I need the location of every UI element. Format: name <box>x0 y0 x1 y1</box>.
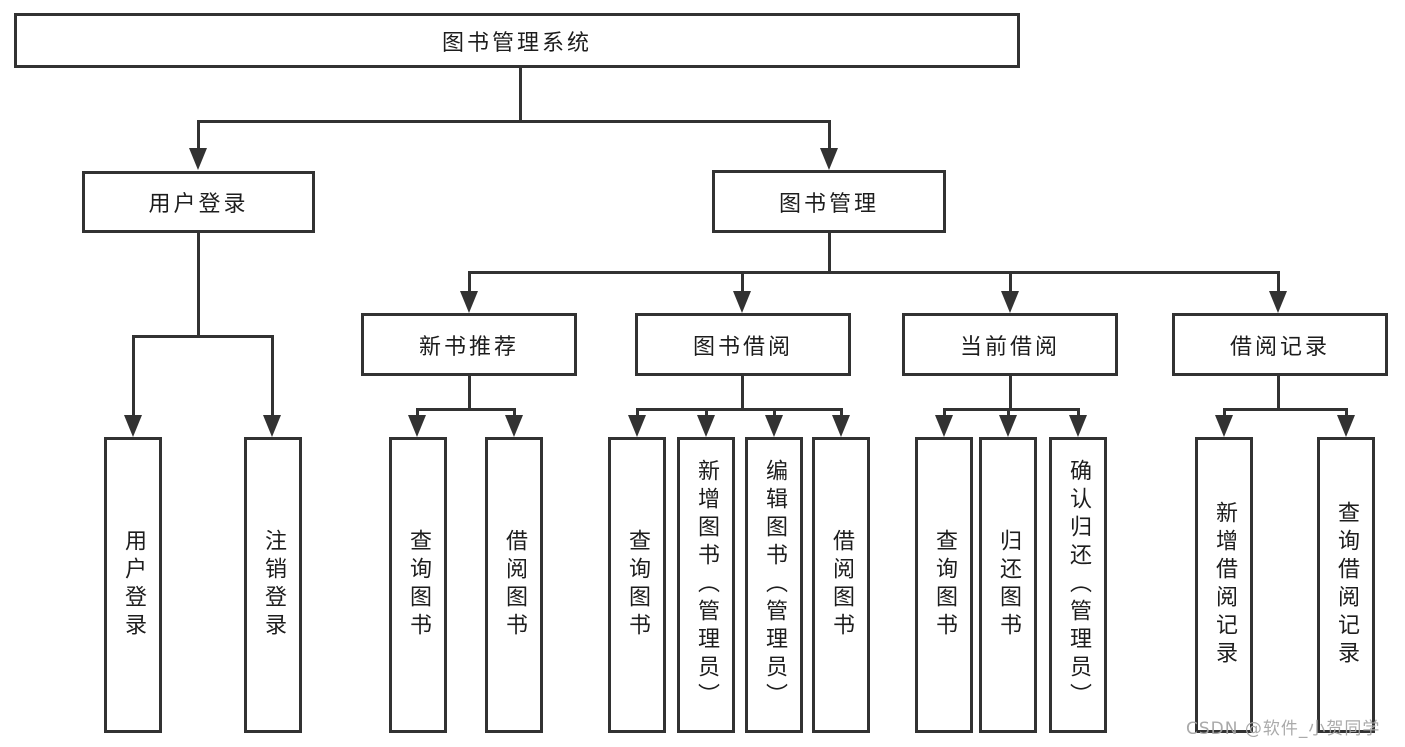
leaf-query-books-newbook: 查询图书 <box>389 437 447 733</box>
node-label: 编辑图书（管理员） <box>762 459 787 711</box>
arrow-down-icon <box>1001 291 1019 313</box>
connector-root-drop-right <box>828 120 831 152</box>
connector-newbook-hline <box>416 408 516 411</box>
connector-bookborrow-drop-2 <box>705 408 708 420</box>
node-label: 用户登录 <box>148 192 249 217</box>
node-label: 确认归还（管理员） <box>1066 459 1091 711</box>
arrow-down-icon <box>733 291 751 313</box>
node-label: 借阅记录 <box>1229 334 1330 360</box>
connector-borrowrecords-hline <box>1223 408 1348 411</box>
node-label: 借阅图书 <box>502 529 527 641</box>
connector-currentborrow-drop-1 <box>943 408 946 420</box>
connector-bookmgmt-stub <box>828 233 831 274</box>
node-borrowing-records: 借阅记录 <box>1172 313 1388 376</box>
arrow-down-icon <box>832 415 850 437</box>
node-book-management-system: 图书管理系统 <box>14 13 1020 68</box>
connector-borrowrecords-stub <box>1277 375 1280 411</box>
connector-root-stub <box>519 68 522 122</box>
node-label: 图书借阅 <box>692 334 793 360</box>
connector-bookborrow-drop-3 <box>773 408 776 420</box>
node-book-management: 图书管理 <box>712 170 946 233</box>
arrow-down-icon <box>765 415 783 437</box>
node-new-book-recommend: 新书推荐 <box>361 313 577 376</box>
connector-root-drop-left <box>197 120 200 152</box>
connector-userlogin-drop-2 <box>271 335 274 419</box>
connector-bookmgmt-drop-2 <box>741 271 744 295</box>
connector-bookborrow-drop-1 <box>636 408 639 420</box>
connector-bookborrow-stub <box>741 376 744 411</box>
connector-root-hline <box>197 120 831 123</box>
connector-bookmgmt-drop-4 <box>1277 271 1280 295</box>
node-label: 查询借阅记录 <box>1334 501 1359 669</box>
leaf-query-books-borrow: 查询图书 <box>608 437 666 733</box>
arrow-down-icon <box>935 415 953 437</box>
arrow-down-icon <box>1269 291 1287 313</box>
connector-bookmgmt-hline <box>468 271 1280 274</box>
node-book-borrowing: 图书借阅 <box>635 313 851 376</box>
leaf-add-borrow-record: 新增借阅记录 <box>1195 437 1253 733</box>
leaf-query-borrow-record: 查询借阅记录 <box>1317 437 1375 733</box>
arrow-down-icon <box>697 415 715 437</box>
connector-newbook-stub <box>468 376 471 411</box>
arrow-down-icon <box>189 148 207 170</box>
arrow-down-icon <box>124 415 142 437</box>
node-label: 用户登录 <box>121 529 146 641</box>
leaf-logout: 注销登录 <box>244 437 302 733</box>
leaf-borrow-books-newbook: 借阅图书 <box>485 437 543 733</box>
arrow-down-icon <box>263 415 281 437</box>
arrow-down-icon <box>999 415 1017 437</box>
arrow-down-icon <box>1215 415 1233 437</box>
node-label: 图书管理系统 <box>441 30 592 56</box>
node-current-borrowing: 当前借阅 <box>902 313 1118 376</box>
connector-borrowrecords-drop-2 <box>1345 408 1348 420</box>
arrow-down-icon <box>505 415 523 437</box>
node-label: 新书推荐 <box>418 334 519 360</box>
leaf-query-books-current: 查询图书 <box>915 437 973 733</box>
node-label: 注销登录 <box>261 529 286 641</box>
connector-userlogin-stub <box>197 233 200 338</box>
connector-userlogin-hline <box>132 335 274 338</box>
node-label: 查询图书 <box>406 529 431 641</box>
leaf-return-books: 归还图书 <box>979 437 1037 733</box>
leaf-confirm-return-admin: 确认归还（管理员） <box>1049 437 1107 733</box>
arrow-down-icon <box>460 291 478 313</box>
connector-bookmgmt-drop-1 <box>468 271 471 295</box>
connector-currentborrow-hline <box>943 408 1080 411</box>
arrow-down-icon <box>1337 415 1355 437</box>
leaf-user-login: 用户登录 <box>104 437 162 733</box>
node-user-login: 用户登录 <box>82 171 315 233</box>
node-label: 新增图书（管理员） <box>694 459 719 711</box>
arrow-down-icon <box>628 415 646 437</box>
leaf-edit-books-admin: 编辑图书（管理员） <box>745 437 803 733</box>
node-label: 新增借阅记录 <box>1212 501 1237 669</box>
connector-borrowrecords-drop-1 <box>1223 408 1226 420</box>
node-label: 借阅图书 <box>829 529 854 641</box>
connector-userlogin-drop-1 <box>132 335 135 419</box>
csdn-watermark: CSDN @软件_小贺同学 <box>1186 719 1381 739</box>
node-label: 当前借阅 <box>959 334 1060 360</box>
connector-currentborrow-drop-2 <box>1007 408 1010 420</box>
leaf-add-books-admin: 新增图书（管理员） <box>677 437 735 733</box>
arrow-down-icon <box>408 415 426 437</box>
node-label: 图书管理 <box>778 191 879 217</box>
connector-newbook-drop-2 <box>513 408 516 420</box>
connector-currentborrow-drop-3 <box>1077 408 1080 420</box>
node-label: 查询图书 <box>625 529 650 641</box>
connector-newbook-drop-1 <box>416 408 419 420</box>
arrow-down-icon <box>1069 415 1087 437</box>
leaf-borrow-books-borrow: 借阅图书 <box>812 437 870 733</box>
node-label: 归还图书 <box>996 529 1021 641</box>
connector-bookmgmt-drop-3 <box>1009 271 1012 295</box>
connector-bookborrow-hline <box>636 408 843 411</box>
connector-bookborrow-drop-4 <box>840 408 843 420</box>
node-label: 查询图书 <box>932 529 957 641</box>
connector-currentborrow-stub <box>1009 376 1012 411</box>
arrow-down-icon <box>820 148 838 170</box>
